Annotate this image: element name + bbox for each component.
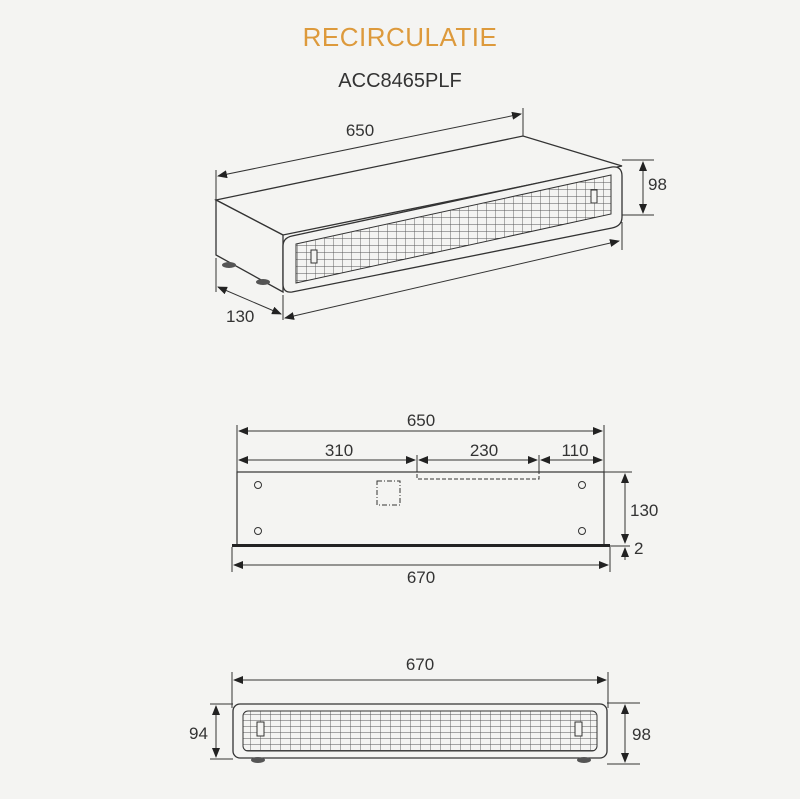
front-height-right-label: 98 <box>632 725 651 744</box>
top-total-label: 650 <box>407 411 435 430</box>
front-width-label: 670 <box>406 655 434 674</box>
iso-depth-label: 130 <box>226 307 254 326</box>
top-outer-label: 670 <box>407 568 435 587</box>
front-view: 670 94 98 <box>189 655 651 765</box>
seg-left-label: 310 <box>325 441 353 460</box>
lip-label: 2 <box>634 539 643 558</box>
isometric-view: 650 98 130 <box>214 108 667 326</box>
iso-length-label: 650 <box>346 121 374 140</box>
front-height-left-label: 94 <box>189 724 208 743</box>
page-title: RECIRCULATIE <box>302 22 498 52</box>
top-view: 650 310 230 110 130 2 670 <box>231 411 658 587</box>
model-number: ACC8465PLF <box>338 70 462 92</box>
seg-right-label: 110 <box>561 441 588 460</box>
seg-mid-label: 230 <box>470 441 498 460</box>
top-depth-label: 130 <box>630 501 658 520</box>
iso-height-label: 98 <box>648 175 667 194</box>
